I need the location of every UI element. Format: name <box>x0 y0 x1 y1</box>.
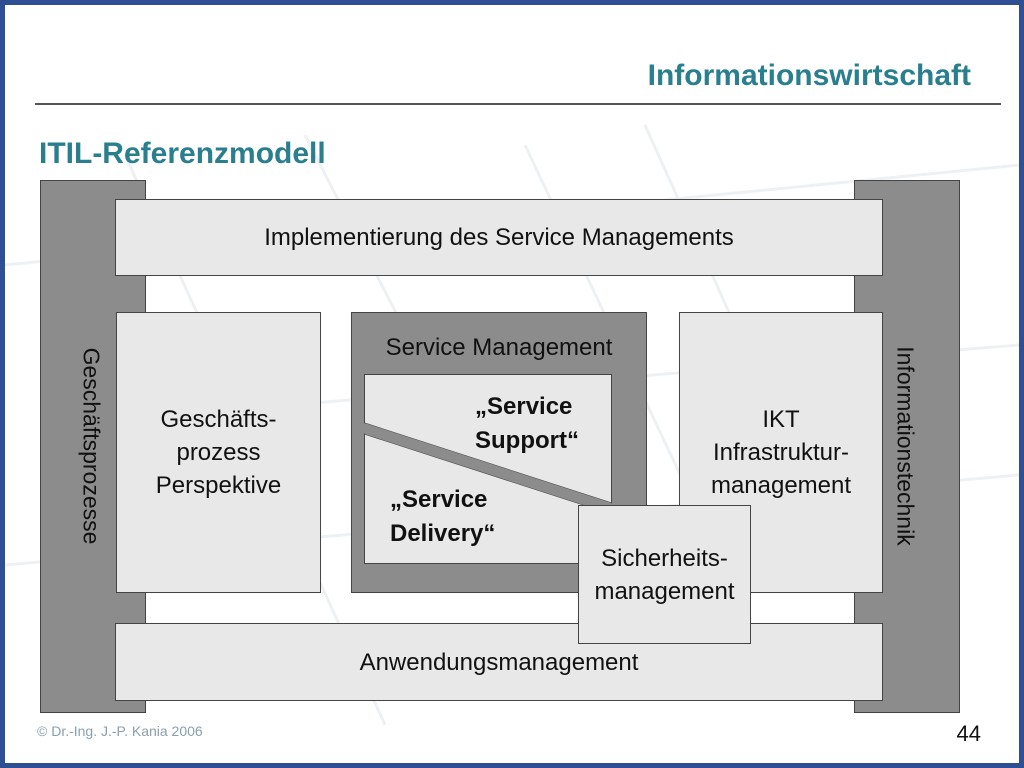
service-inner-box <box>364 374 612 564</box>
header-divider <box>35 103 1001 105</box>
security-management-label: Sicherheits- management <box>594 544 735 605</box>
right-pillar-label: Informationstechnik <box>892 346 919 546</box>
business-process-box: Geschäfts- prozess Perspektive <box>116 312 321 593</box>
ict-infrastructure-label: IKT Infrastruktur- management <box>710 406 852 499</box>
page-subtitle: ITIL-Referenzmodell <box>39 137 326 170</box>
left-pillar-label: Geschäftsprozesse <box>78 347 105 545</box>
page-number: 44 <box>956 721 981 746</box>
header-title: Informationswirtschaft <box>647 59 971 92</box>
service-delivery-label: „Service Delivery“ <box>390 486 496 547</box>
copyright-note: © Dr.-Ing. J.-P. Kania 2006 <box>37 723 203 739</box>
top-bar: Implementierung des Service Managements <box>115 199 883 276</box>
service-management-label: Service Management <box>385 334 613 361</box>
bottom-bar: Anwendungsmanagement <box>115 623 883 701</box>
top-bar-label: Implementierung des Service Managements <box>264 224 734 251</box>
service-support-label: „Service Support“ <box>475 393 579 454</box>
bottom-bar-label: Anwendungsmanagement <box>359 648 639 676</box>
security-management-box: Sicherheits- management <box>578 505 751 644</box>
business-process-label: Geschäfts- prozess Perspektive <box>155 406 282 499</box>
